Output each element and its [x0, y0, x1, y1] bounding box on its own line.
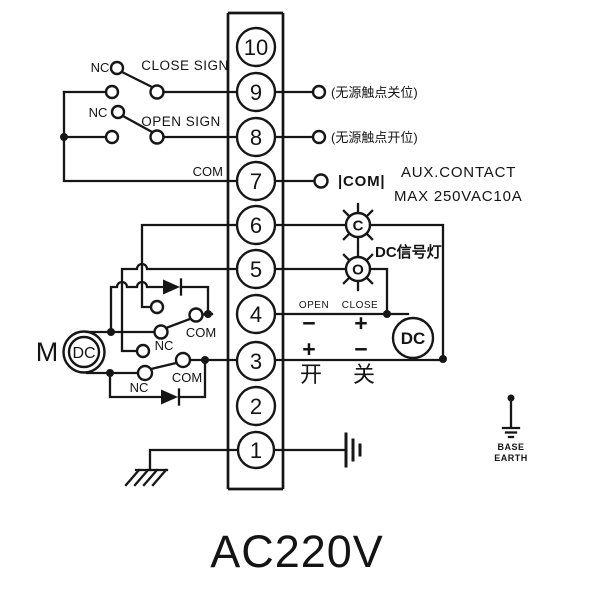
terminal-2	[235, 385, 277, 427]
dc-power-section: DC OPEN CLOSE − + + − 开 关	[273, 300, 447, 387]
motor-type-label: DC	[72, 345, 95, 362]
pivot-circle	[136, 364, 154, 382]
pivot-circle	[149, 84, 165, 100]
lower-diode-branch	[108, 358, 207, 399]
com-rail-wire	[62, 90, 239, 183]
lower-com-label: COM	[172, 370, 202, 385]
plus-sign: +	[302, 336, 315, 362]
close-sign-label: CLOSE SIGN	[141, 58, 229, 73]
ground-section	[124, 432, 362, 487]
terminal-2-number: 2	[250, 394, 262, 419]
nc-contact-circle	[149, 299, 165, 315]
junction-dot	[383, 310, 391, 318]
terminal-10-number: 10	[244, 35, 268, 60]
terminal-8	[235, 116, 277, 158]
open-sign-label: OPEN SIGN	[141, 114, 221, 129]
base-earth-line1: BASE	[497, 442, 524, 452]
dc-source-symbol: DC	[391, 316, 435, 360]
terminal-3-number: 3	[250, 349, 262, 374]
chassis-ground-icon	[344, 432, 362, 468]
nc-label-close-switch: NC	[91, 60, 110, 75]
switch-arm	[164, 317, 192, 330]
dc-motor-symbol: DC	[62, 330, 106, 374]
terminal-1	[236, 430, 276, 470]
plus-sign: +	[354, 310, 367, 336]
left-ground-wire	[148, 448, 239, 472]
output-terminal-circle	[313, 173, 329, 189]
terminal-3	[235, 340, 277, 382]
minus-sign: −	[354, 336, 367, 362]
open-lamp-icon: O	[342, 246, 374, 292]
dc-source-label: DC	[401, 329, 426, 348]
cn-open-label: 开	[300, 362, 322, 387]
terminal-9-number: 9	[250, 80, 262, 105]
terminal-9	[235, 71, 277, 113]
aux-contact-outputs: (无源触点关位) (无源触点开位) |COM| AUX.CONTACT MAX …	[273, 84, 523, 205]
diode-icon	[163, 279, 180, 295]
switch-arm	[120, 70, 154, 89]
com-label: COM	[193, 164, 223, 179]
junction-dot	[439, 355, 447, 363]
terminal-4	[235, 293, 277, 335]
open-polarity-label: OPEN	[299, 300, 329, 311]
dry-contact-close-label: (无源触点关位)	[331, 85, 418, 100]
close-lamp-icon: C	[342, 202, 374, 248]
terminal-8-number: 8	[250, 125, 262, 150]
terminal5-wire	[120, 262, 239, 353]
terminal-1-number: 1	[250, 438, 262, 463]
open-lamp-letter: O	[352, 262, 364, 279]
nc-contact-circle	[135, 343, 151, 359]
output-terminal-circle	[311, 129, 327, 145]
terminal-5	[235, 248, 277, 290]
switch-arm	[149, 361, 178, 371]
terminal-7	[235, 160, 277, 202]
junction-dot	[204, 310, 212, 318]
terminal-4-number: 4	[250, 302, 262, 327]
close-polarity-label: CLOSE	[342, 300, 378, 311]
motor-circuit: M DC NC COM NC COM	[36, 278, 239, 406]
upper-com-label: COM	[186, 325, 216, 340]
com-contact-circle	[174, 351, 192, 369]
motor-m-label: M	[36, 337, 59, 367]
aux-rating-label: MAX 250VAC10A	[394, 188, 523, 205]
switch-arm	[121, 114, 154, 134]
nc-contact-circle	[109, 60, 125, 76]
base-earth-symbol: BASE EARTH	[494, 394, 528, 463]
upper-diode-branch	[109, 280, 210, 334]
base-earth-line2: EARTH	[494, 453, 528, 463]
lower-nc-label: NC	[130, 380, 149, 395]
dc-lamp-label: DC信号灯	[375, 243, 442, 261]
dc-signal-lamps: C O DC信号灯	[120, 202, 445, 357]
lamp-c-return-wire	[368, 223, 445, 357]
nc-contact-circle	[110, 104, 126, 120]
terminal-7-number: 7	[250, 169, 262, 194]
upper-nc-label: NC	[155, 338, 174, 353]
com-contact-circle	[188, 307, 204, 323]
terminal6-wire	[140, 223, 239, 309]
pivot-circle	[149, 129, 165, 145]
contact-circle	[104, 129, 120, 145]
page-title: AC220V	[210, 526, 384, 577]
nc-label-open-switch: NC	[89, 105, 108, 120]
earth-bars-icon	[501, 426, 521, 439]
signal-switch-circuit: NC CLOSE SIGN NC OPEN SIGN COM	[60, 58, 239, 183]
terminal-6-number: 6	[250, 213, 262, 238]
lamp-o-drop-wire	[368, 267, 389, 312]
pivot-circle	[153, 324, 169, 340]
cn-close-label: 关	[353, 362, 375, 387]
terminal-10	[235, 26, 277, 68]
terminal-6	[235, 204, 277, 246]
diode-icon	[161, 389, 178, 405]
terminals: 10 9 8 7 6 5 4 3 2 1	[235, 26, 277, 470]
output-terminal-circle	[311, 84, 327, 100]
contact-circle	[104, 84, 120, 100]
com-bracket-label: |COM|	[338, 173, 385, 190]
terminal-5-number: 5	[250, 257, 262, 282]
aux-contact-label: AUX.CONTACT	[401, 164, 516, 181]
close-lamp-letter: C	[353, 218, 364, 235]
minus-sign: −	[302, 310, 315, 336]
earth-ground-icon	[124, 468, 169, 487]
dry-contact-open-label: (无源触点开位)	[331, 130, 418, 145]
